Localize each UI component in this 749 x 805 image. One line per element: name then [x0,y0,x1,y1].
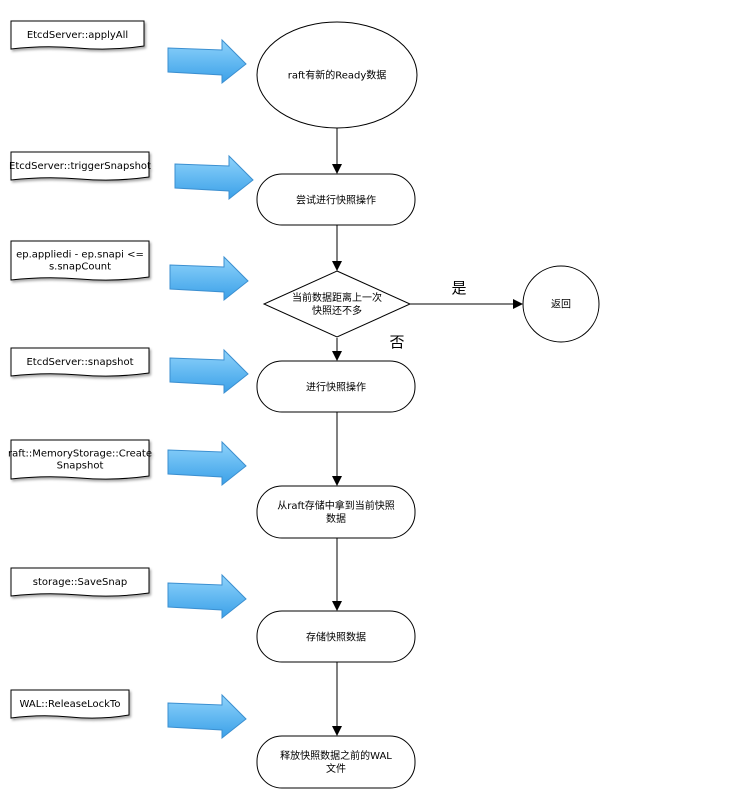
do-snapshot-label: 进行快照操作 [306,381,366,394]
note-text: EtcdServer::applyAll [27,30,128,41]
save-box [256,610,416,663]
return-node: 返回 [522,265,600,343]
do-snapshot-box [256,360,416,413]
connectors [332,128,523,736]
code-note: EtcdServer::applyAll [10,20,145,50]
blue-arrow-icon [167,440,247,487]
note-text: WAL::ReleaseLockTo [20,699,121,710]
release-box [256,735,416,789]
note-line: s.snapCount [49,262,111,273]
blue-arrow-icon [167,38,247,85]
label-line: raft有新的Ready数据 [288,69,387,82]
label-line: 当前数据距离上一次 [292,291,382,304]
label-line: 快照还不多 [312,304,362,317]
try-snapshot-label: 尝试进行快照操作 [296,194,376,207]
note-line: raft::MemoryStorage::Create [8,449,152,460]
note-line: ep.appliedi - ep.snapi <= [16,250,144,261]
note-box [10,567,150,597]
label-line: 数据 [326,512,346,525]
note-box [10,439,150,480]
code-note: EtcdServer::triggerSnapshot [9,151,151,181]
note-line: WAL::ReleaseLockTo [20,699,121,710]
blue-arrow-icon [169,348,249,395]
pointer-arrows [167,38,254,740]
decision-diamond [262,270,412,338]
blue-arrow-icon [167,693,247,740]
get-data-label: 从raft存储中拿到当前快照数据 [277,499,395,525]
note-line: EtcdServer::applyAll [27,30,128,41]
try-snapshot-box [256,173,416,226]
note-box [10,20,145,50]
code-notes: EtcdServer::applyAllEtcdServer::triggerS… [8,20,152,719]
blue-arrow-icon [167,573,247,620]
note-text: EtcdServer::snapshot [26,357,133,368]
blue-arrow-icon [169,255,249,302]
note-text: ep.appliedi - ep.snapi <=s.snapCount [16,250,144,273]
label-line: 尝试进行快照操作 [296,194,376,207]
get-data-node: 从raft存储中拿到当前快照数据 [256,485,416,539]
label-line: 文件 [326,762,346,775]
edge-label-yes: 是 [451,279,466,297]
label-line: 释放快照数据之前的WAL [280,749,392,762]
code-note: storage::SaveSnap [10,567,150,597]
code-note: ep.appliedi - ep.snapi <=s.snapCount [10,240,150,281]
get-data-box [256,485,416,539]
note-text: storage::SaveSnap [33,577,127,588]
note-line: EtcdServer::snapshot [26,357,133,368]
do-snapshot-node: 进行快照操作 [256,360,416,413]
decision-node: 当前数据距离上一次快照还不多 [262,270,412,338]
note-line: storage::SaveSnap [33,577,127,588]
return-label: 返回 [551,299,571,311]
note-box [10,347,150,377]
return-circle [522,265,600,343]
label-line: 返回 [551,299,571,311]
code-note: EtcdServer::snapshot [10,347,150,377]
note-box [10,240,150,281]
edge-label-no: 否 [389,333,404,351]
label-line: 存储快照数据 [306,631,366,644]
label-line: 进行快照操作 [306,381,366,394]
note-line: EtcdServer::triggerSnapshot [9,161,151,172]
code-note: WAL::ReleaseLockTo [10,689,130,719]
save-label: 存储快照数据 [306,631,366,644]
note-box [10,151,150,181]
label-line: 从raft存储中拿到当前快照 [277,499,395,512]
save-node: 存储快照数据 [256,610,416,663]
note-box [10,689,130,719]
note-line: Snapshot [57,461,104,472]
start-label: raft有新的Ready数据 [288,69,387,82]
note-text: EtcdServer::triggerSnapshot [9,161,151,172]
start-node: raft有新的Ready数据 [256,21,418,129]
decision-label: 当前数据距离上一次快照还不多 [292,291,382,317]
try-snapshot-node: 尝试进行快照操作 [256,173,416,226]
blue-arrow-icon [174,154,254,201]
start-ellipse [256,21,418,129]
